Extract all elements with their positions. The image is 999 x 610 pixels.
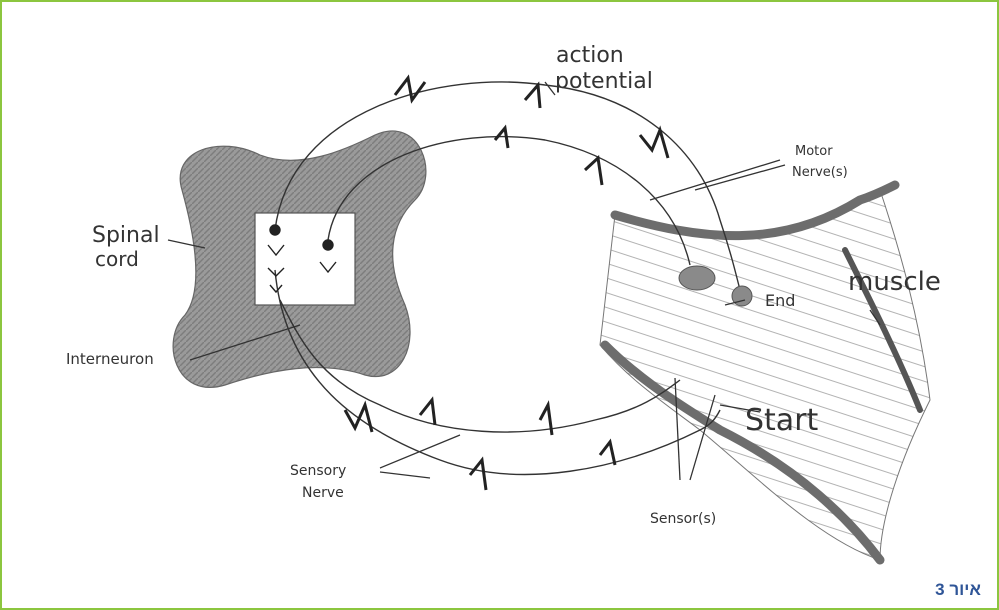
figure-caption: איור 3	[935, 580, 981, 600]
svg-text:Nerve(s): Nerve(s)	[792, 165, 848, 180]
svg-text:action: action	[556, 43, 624, 68]
spinal-cord-label: Spinal cord	[92, 223, 160, 271]
muscle-shape	[600, 185, 930, 560]
interneuron-label: Interneuron	[66, 350, 154, 368]
spinal-cord-shape	[173, 131, 426, 387]
svg-text:potential: potential	[555, 69, 653, 94]
end-label: End	[765, 291, 795, 310]
action-potential-label: action potential	[555, 43, 653, 94]
svg-text:Motor: Motor	[795, 144, 833, 159]
svg-text:cord: cord	[95, 247, 139, 271]
svg-text:Spinal: Spinal	[92, 223, 160, 248]
start-label: Start	[745, 403, 819, 438]
svg-text:Sensory: Sensory	[290, 463, 346, 479]
muscle-label: muscle	[848, 267, 941, 297]
sensors-label: Sensor(s)	[650, 511, 716, 527]
svg-text:Nerve: Nerve	[302, 485, 344, 501]
motor-nerve-label: Motor Nerve(s)	[792, 144, 848, 180]
sensory-nerve-label: Sensory Nerve	[290, 463, 346, 501]
